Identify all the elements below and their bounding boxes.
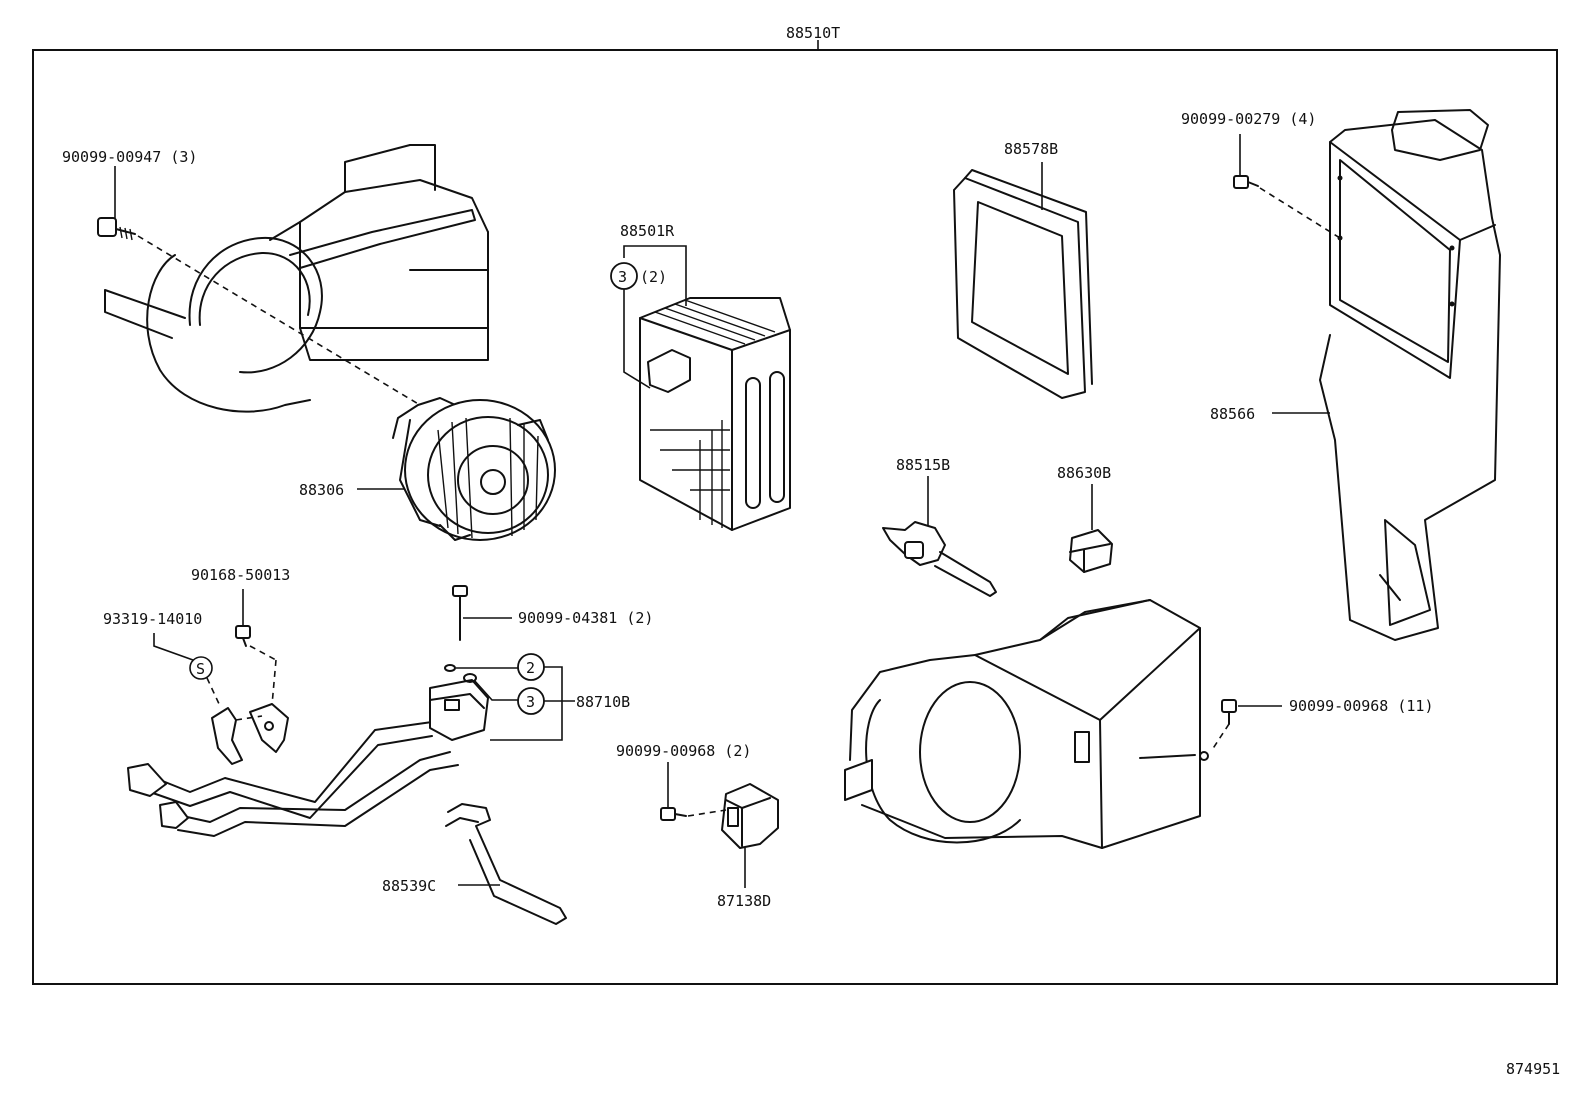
label-drain-hose: 88539C	[382, 877, 436, 895]
evaporator-leader	[623, 245, 687, 389]
clamp-path-2	[235, 715, 263, 721]
screw-top-right-path	[1259, 187, 1341, 239]
o-ring-3	[463, 673, 477, 683]
label-clamp: 93319-14010	[103, 610, 202, 628]
label-screw-resistor: 90099-00968 (2)	[616, 742, 751, 760]
screw-right-path	[1211, 723, 1230, 751]
assembly-frame	[32, 49, 1558, 985]
label-screw-small: 90168-50013	[191, 566, 290, 584]
clamp	[211, 703, 289, 765]
label-screw-right: 90099-00968 (11)	[1289, 697, 1434, 715]
callout-ring-s	[189, 656, 213, 680]
screw-small-path	[249, 645, 277, 661]
blower-case-upper	[104, 144, 489, 413]
label-thermistor: 88630B	[1057, 464, 1111, 482]
screw-top-right-icon	[1233, 175, 1259, 189]
screw-resistor-path	[687, 809, 727, 817]
label-screw-top-left: 90099-00947 (3)	[62, 148, 197, 166]
drain-hose	[445, 803, 567, 925]
tube-leader	[456, 666, 575, 741]
label-ring-3-upper: 3	[618, 268, 627, 286]
screw-small-path-2	[271, 659, 277, 706]
label-screw-top-right: 90099-00279 (4)	[1181, 110, 1316, 128]
label-expansion-valve: 88515B	[896, 456, 950, 474]
o-ring-2	[444, 664, 456, 672]
tube-assembly	[127, 679, 489, 837]
blower-resistor	[721, 783, 779, 849]
thermistor	[1069, 529, 1113, 573]
expansion-valve	[882, 521, 997, 597]
screw-right-icon	[1221, 699, 1237, 725]
screw-top-left-icon	[97, 217, 136, 241]
label-catalog-no: 874951	[1506, 1060, 1560, 1078]
label-ring-3-lower: 3	[526, 693, 535, 711]
bolt-icon	[452, 585, 468, 641]
label-ring-2: 2	[526, 659, 535, 677]
air-duct	[1319, 109, 1501, 641]
screw-resistor-icon	[660, 807, 687, 821]
callout-ring-3-upper	[610, 262, 638, 290]
label-fan-motor: 88306	[299, 481, 344, 499]
label-evap-ring-qty: (2)	[640, 268, 667, 286]
blower-case-lower	[844, 599, 1209, 849]
label-assembly: 88510T	[786, 24, 840, 42]
screw-small-icon	[235, 625, 251, 647]
screw-top-left-path	[137, 235, 421, 406]
label-seal: 88578B	[1004, 140, 1058, 158]
label-bolt: 90099-04381 (2)	[518, 609, 653, 627]
label-evaporator: 88501R	[620, 222, 675, 240]
clamp-leader	[153, 633, 194, 661]
blower-motor-fan	[392, 397, 556, 541]
seal-gasket	[953, 169, 1093, 399]
label-resistor: 87138D	[717, 892, 771, 910]
clamp-ring-path	[206, 677, 221, 707]
evaporator	[639, 297, 791, 531]
label-ring-s: S	[196, 660, 205, 678]
label-tube: 88710B	[576, 693, 630, 711]
label-duct: 88566	[1210, 405, 1255, 423]
